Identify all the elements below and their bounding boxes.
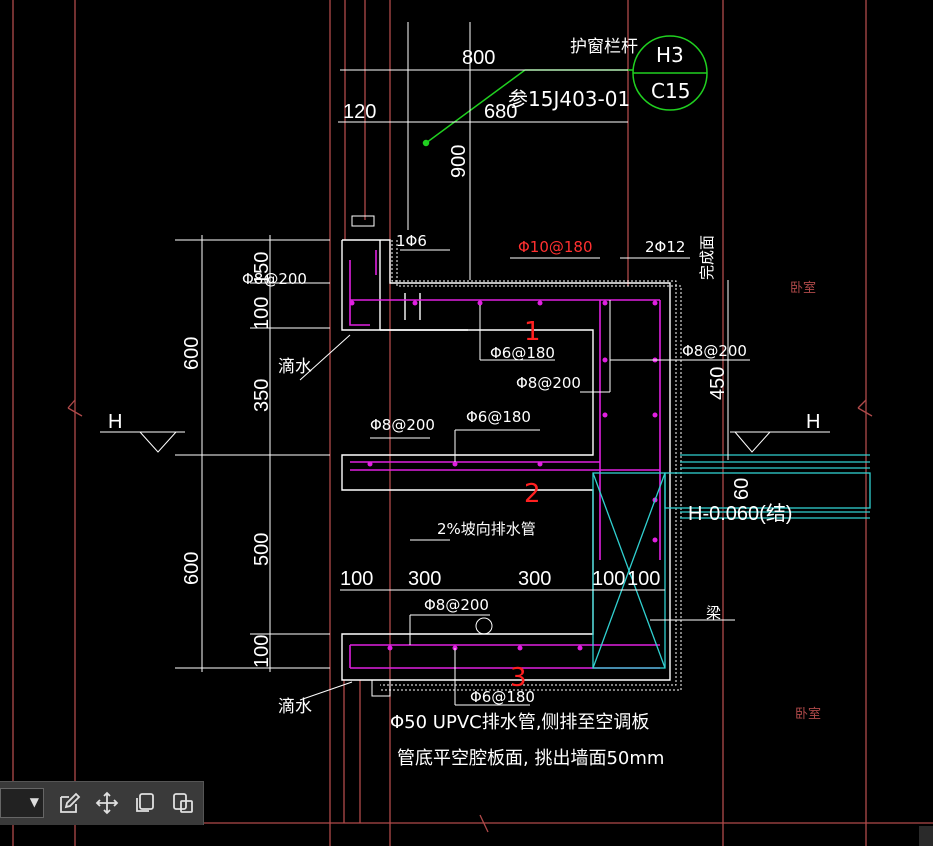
dim-100-bottom: 100 xyxy=(251,635,273,668)
label-drip-top: 滴水 xyxy=(278,357,312,377)
section-number-1: 1 xyxy=(524,317,541,347)
label-level-value: H-0.060(结) xyxy=(688,502,792,525)
paste-icon xyxy=(173,793,193,813)
dim-350: 350 xyxy=(251,379,273,412)
rebar-dots xyxy=(349,300,658,651)
chevron-down-icon: ▼ xyxy=(29,795,39,809)
dim-800: 800 xyxy=(462,47,495,69)
dim-bottom-5: 100 xyxy=(627,568,660,590)
label-finish-face: 完成面 xyxy=(698,235,716,280)
label-pipe-note-2: 管底平空腔板面, 挑出墙面50mm xyxy=(397,748,664,769)
dim-bottom-1: 100 xyxy=(340,568,373,590)
rebar-phi8-200-mid: Φ8@200 xyxy=(516,374,581,392)
concrete-outline xyxy=(341,239,671,681)
copy-button[interactable] xyxy=(130,788,160,818)
dim-450: 450 xyxy=(707,367,729,400)
dim-bottom-4: 100 xyxy=(592,568,625,590)
move-button[interactable] xyxy=(92,788,122,818)
label-pipe-note-1: Φ50 UPVC排水管,侧排至空调板 xyxy=(390,712,649,733)
rebar-2phi12: 2Φ12 xyxy=(645,238,685,256)
move-icon xyxy=(95,791,119,815)
window-frame-top xyxy=(351,215,391,697)
dim-600-top: 600 xyxy=(181,337,203,370)
scroll-corner xyxy=(919,826,933,846)
dim-500: 500 xyxy=(251,533,273,566)
dimension-lines xyxy=(100,22,830,706)
rebar-phi8-200-slab2: Φ8@200 xyxy=(370,416,435,434)
label-ref-standard: 参15J403-01 xyxy=(508,87,630,111)
label-room-bedroom-top: 卧室 xyxy=(790,280,816,296)
dim-150: 150 xyxy=(251,252,273,285)
dim-100-top: 100 xyxy=(251,297,273,330)
rebar-phi8-200-slab3: Φ8@200 xyxy=(424,596,489,614)
label-level-right: H xyxy=(806,411,820,433)
drain-pipe-symbol xyxy=(475,617,493,635)
beam-cross xyxy=(592,454,871,669)
rebar-lines xyxy=(349,250,661,669)
dim-680: 680 xyxy=(484,101,517,123)
insulation-strip xyxy=(380,240,682,691)
callout-bottom-text: C15 xyxy=(651,79,690,103)
label-slope: 2%坡向排水管 xyxy=(437,520,536,538)
rebar-phi8-200-right: Φ8@200 xyxy=(682,342,747,360)
edit-icon xyxy=(60,792,81,813)
label-drip-bottom: 滴水 xyxy=(278,697,312,717)
drawing-labels: 护窗栏杆 参15J403-01 H3 C15 800 680 120 900 1… xyxy=(108,37,821,769)
dim-60: 60 xyxy=(731,478,753,500)
rebar-phi6-180-top: Φ6@180 xyxy=(490,344,555,362)
dim-900: 900 xyxy=(448,145,470,178)
rebar-1phi6: 1Φ6 xyxy=(396,232,427,250)
dim-bottom-3: 300 xyxy=(518,568,551,590)
dim-120: 120 xyxy=(343,101,376,123)
callout-top-text: H3 xyxy=(656,43,684,67)
layer-dropdown[interactable]: ▼ xyxy=(0,788,44,818)
rebar-phi6-180-slab2: Φ6@180 xyxy=(466,408,531,426)
label-room-bedroom-bottom: 卧室 xyxy=(795,706,821,722)
rebar-phi10-180: Φ10@180 xyxy=(518,238,593,256)
paste-button[interactable] xyxy=(168,788,198,818)
copy-icon xyxy=(136,793,154,812)
section-number-3: 3 xyxy=(510,663,527,693)
dim-bottom-2: 300 xyxy=(408,568,441,590)
dim-600-bottom: 600 xyxy=(181,552,203,585)
floating-toolbar: ▼ xyxy=(0,781,204,825)
section-number-2: 2 xyxy=(524,479,541,509)
edit-button[interactable] xyxy=(54,788,84,818)
rebar-phi6-180-slab3: Φ6@180 xyxy=(470,688,535,706)
label-level-left: H xyxy=(108,411,122,433)
label-window-railing: 护窗栏杆 xyxy=(570,37,638,57)
rebar-phi8-200-left: Φ8@200 xyxy=(242,270,307,288)
label-beam: 梁 xyxy=(706,604,721,622)
